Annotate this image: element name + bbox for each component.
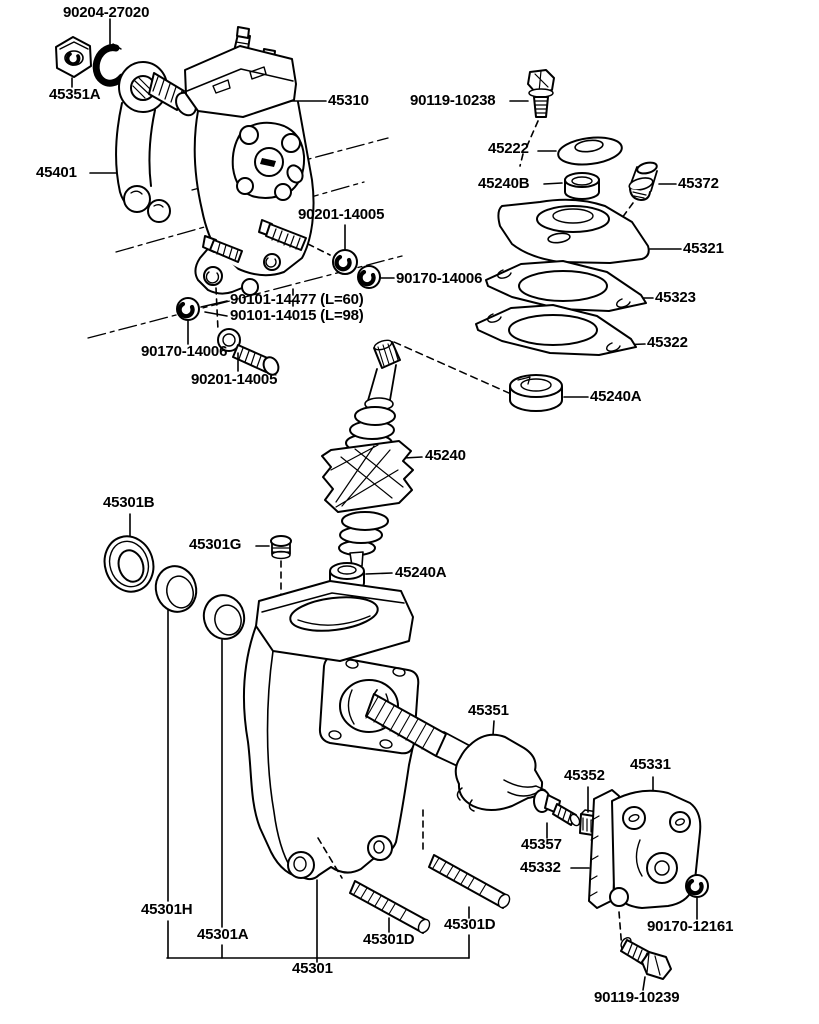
part-45357-bolt-drawing <box>533 789 581 839</box>
part-90119-10239-bolt-drawing <box>618 911 672 991</box>
part-label-45322: 45322 <box>647 334 688 351</box>
part-label-45352: 45352 <box>564 767 605 784</box>
part-label-45301: 45301 <box>292 960 333 977</box>
part-45323-gasket-drawing <box>485 260 654 312</box>
part-45222-cap-drawing <box>537 136 623 166</box>
part-90170-14006-right-nut-drawing <box>357 265 395 289</box>
part-label-45240A-mid: 45240A <box>395 564 447 581</box>
part-45240B-bushing-drawing <box>543 172 600 200</box>
part-label-45301B: 45301B <box>103 494 155 511</box>
part-label-45331: 45331 <box>630 756 671 773</box>
part-label-45372: 45372 <box>678 175 719 192</box>
part-45331-end-cover-drawing <box>609 776 702 909</box>
part-label-45240B: 45240B <box>478 175 530 192</box>
part-label-45301G: 45301G <box>189 536 242 553</box>
part-label-90170-14006-right: 90170-14006 <box>396 270 483 287</box>
part-45301B-seal-drawing <box>103 513 155 593</box>
part-45301-housing-drawing <box>166 580 470 963</box>
part-label-45357: 45357 <box>521 836 562 853</box>
part-45240-worm-shaft-drawing <box>321 339 423 567</box>
part-label-45310: 45310 <box>328 92 369 109</box>
part-label-45332: 45332 <box>520 859 561 876</box>
part-label-45222: 45222 <box>488 140 529 157</box>
part-90170-12161-nut-drawing <box>685 874 709 920</box>
part-45401-pitman-arm-drawing <box>89 61 197 223</box>
part-90170-14006-left-nut-drawing <box>176 297 200 345</box>
part-label-90119-10238: 90119-10238 <box>410 92 496 109</box>
part-45322-gasket-drawing <box>475 304 646 356</box>
part-label-90101-14015: 90101-14015 (L=98) <box>230 307 364 324</box>
part-90201-14005-bottom-bolt-drawing <box>217 328 280 376</box>
part-label-90119-10239: 90119-10239 <box>594 989 680 1006</box>
part-90201-14005-top-nut-drawing <box>307 224 358 275</box>
part-45321-cover-plate-drawing <box>497 198 682 264</box>
part-label-45301D-left: 45301D <box>363 931 415 948</box>
part-label-90201-14005-top: 90201-14005 <box>298 206 385 223</box>
part-label-45301H: 45301H <box>141 901 193 918</box>
part-label-45301D-right: 45301D <box>444 916 496 933</box>
part-label-45321: 45321 <box>683 240 724 257</box>
part-45301A-bushing-drawing <box>202 594 246 640</box>
part-label-90204-27020: 90204-27020 <box>63 4 150 21</box>
part-label-45351A: 45351A <box>49 86 101 103</box>
part-label-45323: 45323 <box>655 289 696 306</box>
part-label-45351: 45351 <box>468 702 509 719</box>
part-45301D-left-stud-drawing <box>349 880 431 934</box>
part-label-45240A-top: 45240A <box>590 388 642 405</box>
part-45240A-top-bearing-drawing <box>393 341 589 412</box>
part-90119-10238-bolt-drawing <box>509 69 555 167</box>
part-45310-gear-housing-drawing <box>184 26 327 296</box>
part-45301H-bushing-drawing <box>154 565 198 613</box>
part-45301G-plug-drawing <box>255 535 292 609</box>
part-label-90101-14477: 90101-14477 (L=60) <box>230 291 364 308</box>
part-45372-plug-drawing <box>611 161 677 232</box>
part-label-90170-14006-left: 90170-14006 <box>141 343 228 360</box>
part-label-45401: 45401 <box>36 164 77 181</box>
part-label-45301A: 45301A <box>197 926 249 943</box>
part-45301D-right-stud-drawing <box>428 854 511 959</box>
part-45351A-nut-drawing <box>55 36 92 88</box>
stud-leader-lines <box>200 287 294 331</box>
part-label-90201-14005-bottom: 90201-14005 <box>191 371 278 388</box>
part-label-45240: 45240 <box>425 447 466 464</box>
part-label-90170-12161: 90170-12161 <box>647 918 734 935</box>
